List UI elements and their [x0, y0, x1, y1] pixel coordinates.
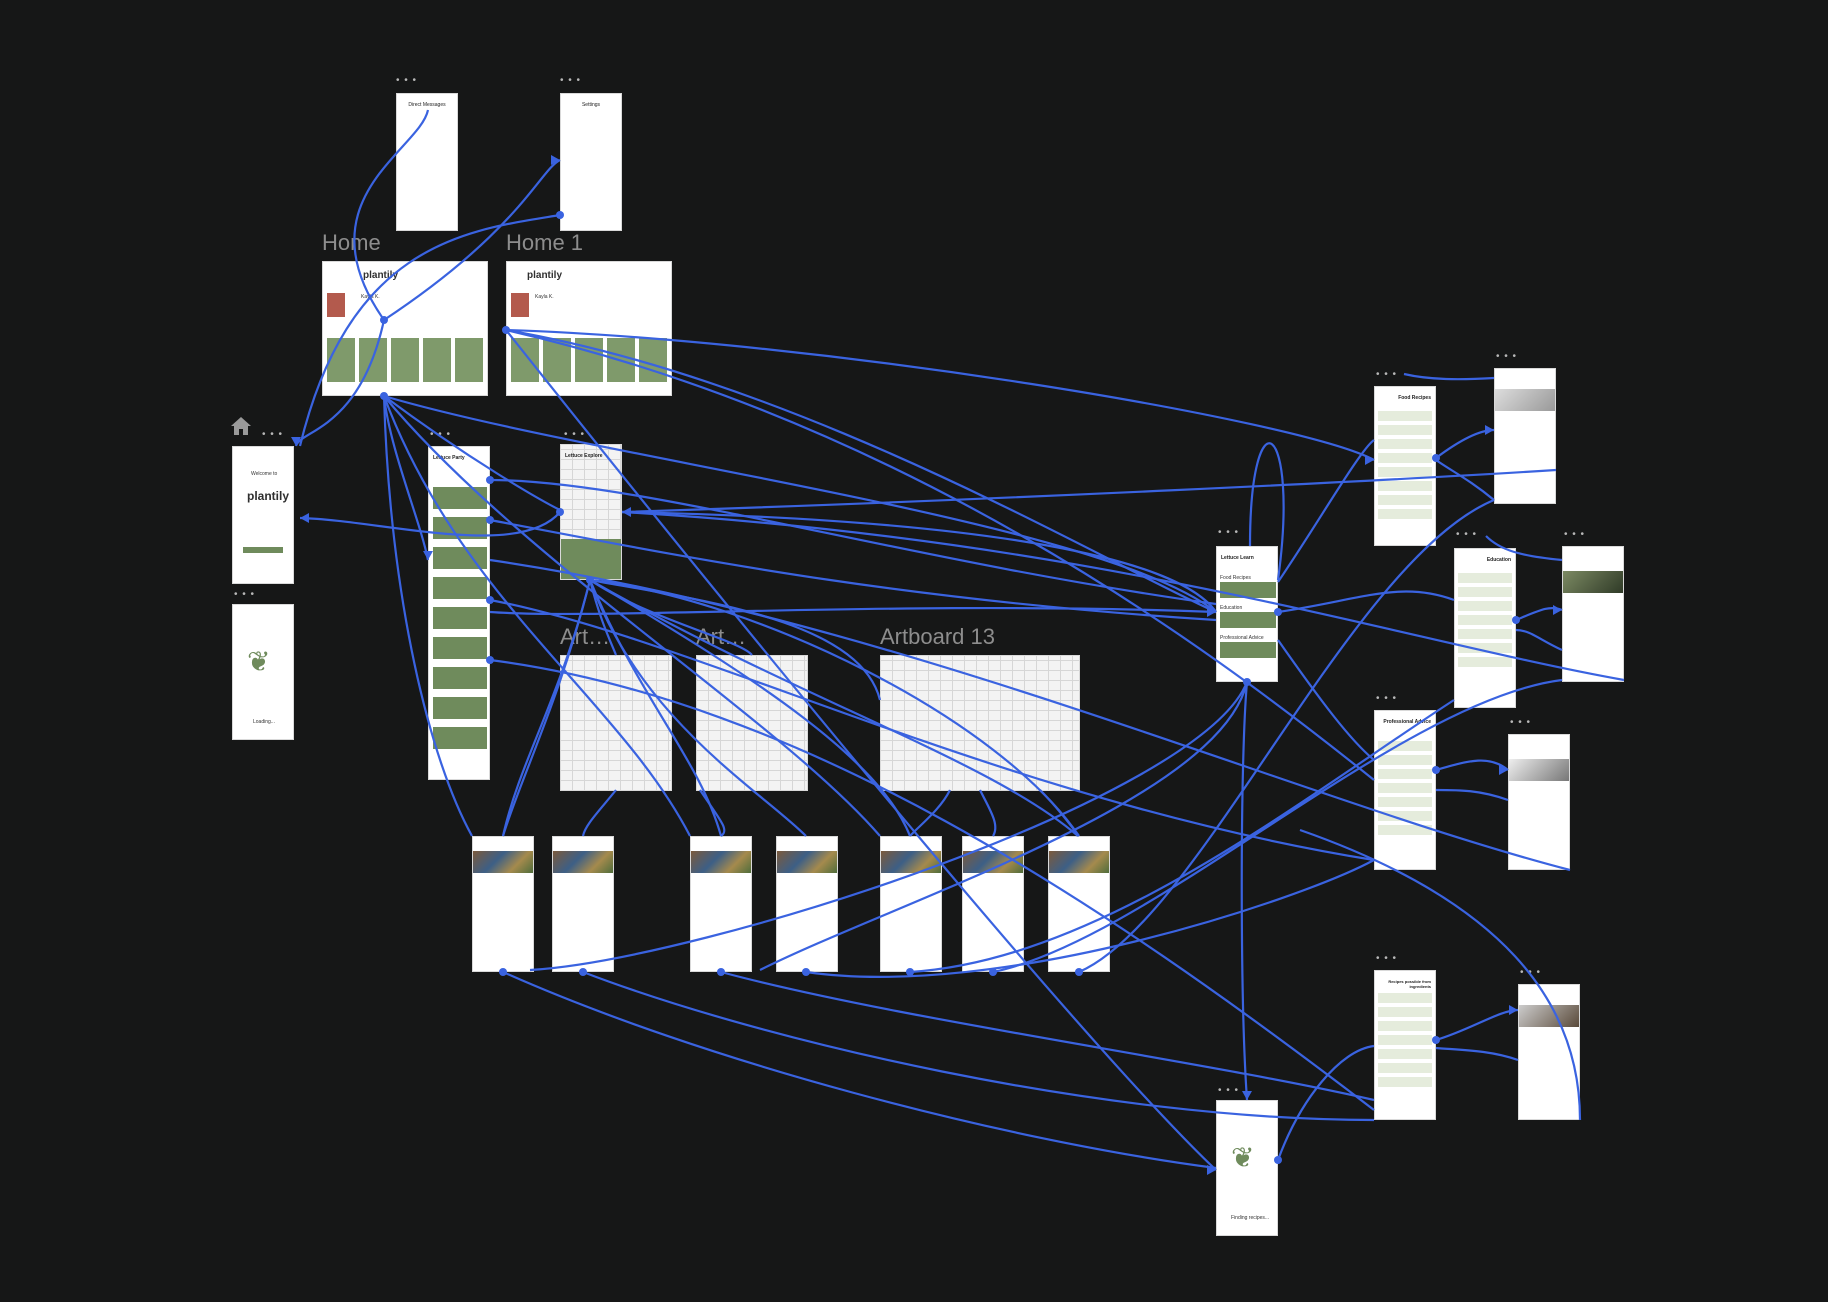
- prototype-links: [0, 0, 1828, 1302]
- prototype-canvas: Home Home 1 Art… Art… Artboard 13 • • • …: [0, 0, 1828, 1302]
